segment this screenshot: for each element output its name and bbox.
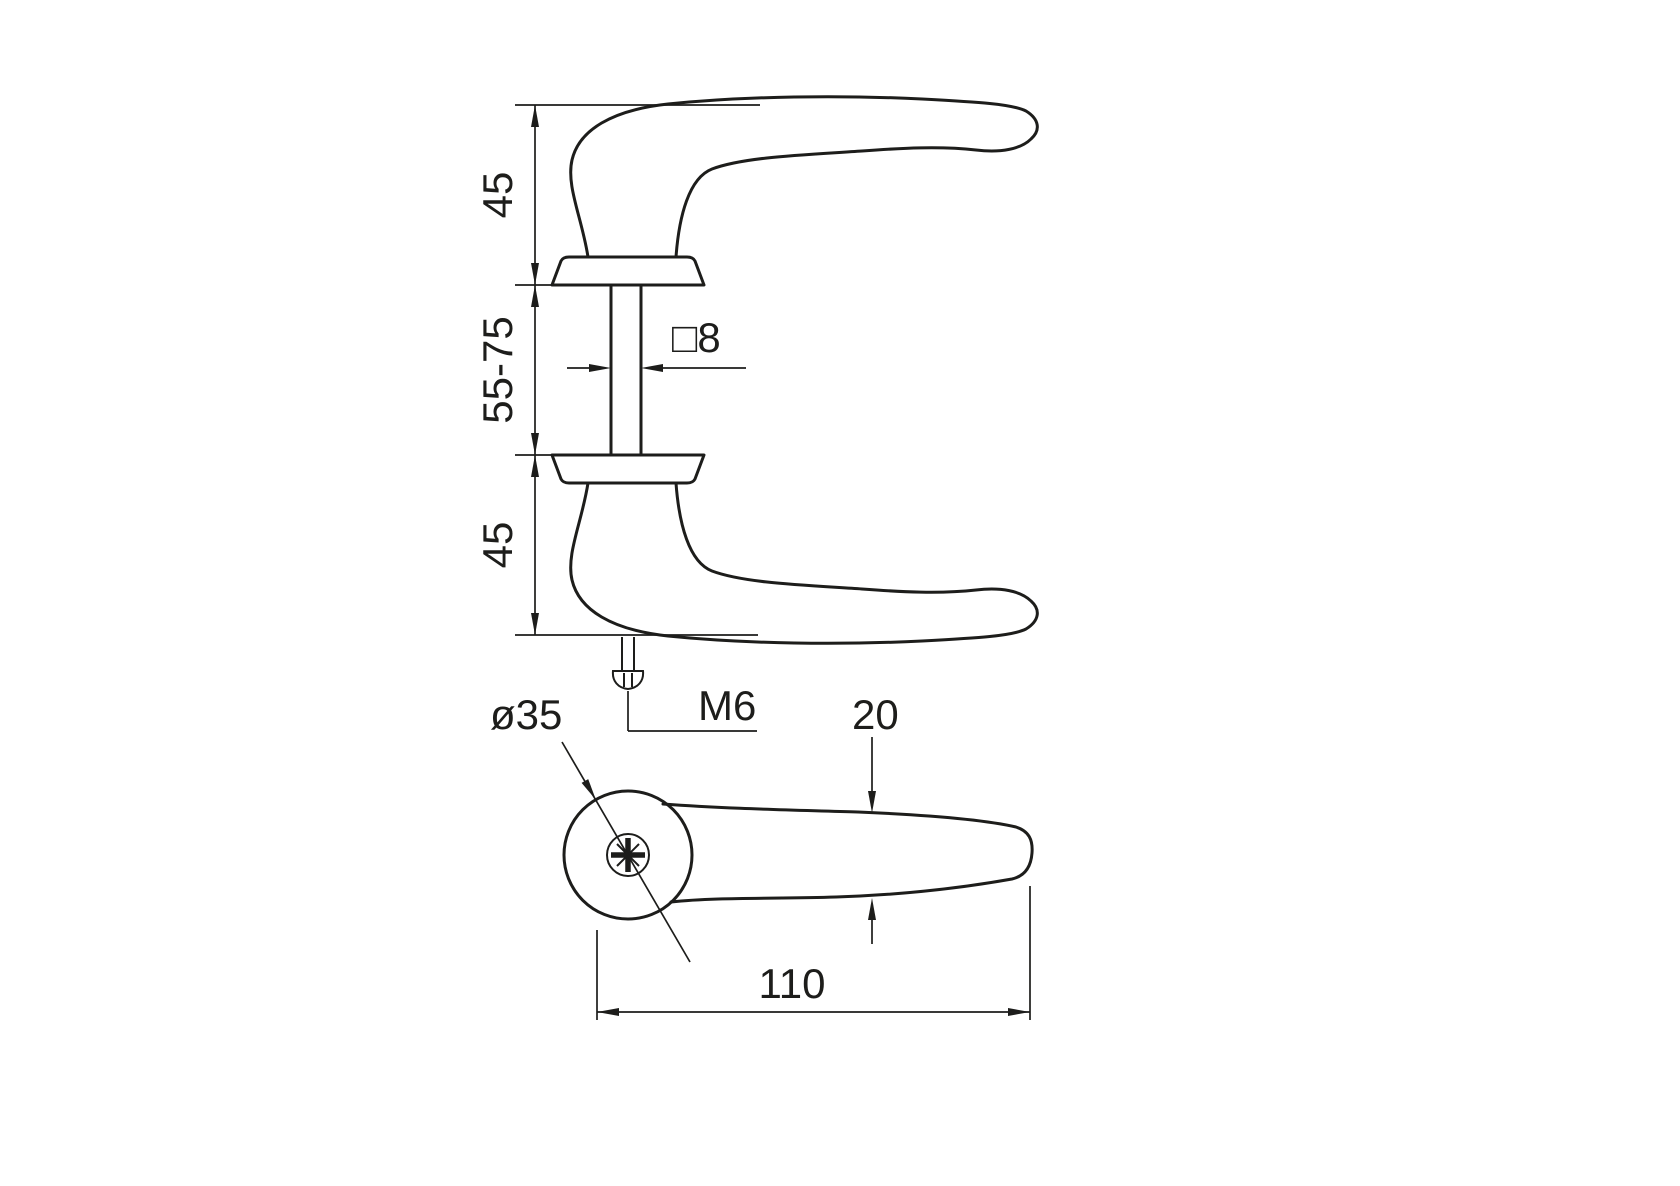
- dimension-label-lever-length: 110: [759, 960, 826, 1007]
- dimension-label-top-height: 45: [474, 172, 521, 219]
- length-arrow-right: [1008, 1008, 1030, 1016]
- rose-diameter-arrow: [581, 779, 596, 800]
- dim-arrow-455-up: [531, 455, 539, 477]
- rose-circle: [562, 789, 694, 921]
- dimension-label-lever-thickness: 20: [852, 691, 899, 738]
- dimension-label-spindle-square: □8: [672, 314, 721, 361]
- spindle-bar: [609, 283, 643, 457]
- dimension-label-door-thickness-range: 55-75: [474, 316, 521, 423]
- screw-head-circle: [606, 833, 650, 877]
- screw-head-outline: [611, 670, 645, 691]
- upper-rosette-outline: [550, 255, 706, 287]
- lower-handle-outline: [569, 481, 1039, 645]
- square8-right-arrow: [641, 364, 663, 372]
- dim-arrow-285-down: [531, 263, 539, 285]
- dim-arrow-top-up: [531, 105, 539, 127]
- lower-rosette-outline: [550, 453, 706, 485]
- dimension-label-rose-diameter: ø35: [490, 691, 562, 738]
- dim-arrow-455-down: [531, 433, 539, 455]
- dimension-label-bottom-height: 45: [474, 522, 521, 569]
- lever-plan-outline: [661, 802, 1034, 904]
- square8-left-arrow: [589, 364, 611, 372]
- dim-arrow-285-up: [531, 285, 539, 307]
- dim-arrow-bottom-down: [531, 613, 539, 635]
- thickness-arrow-top: [868, 791, 876, 813]
- thickness-arrow-bottom: [868, 898, 876, 920]
- length-arrow-left: [597, 1008, 619, 1016]
- upper-handle-outline: [569, 95, 1039, 259]
- dimension-label-screw-thread: M6: [698, 682, 756, 729]
- rose-diameter-leader: [561, 741, 691, 963]
